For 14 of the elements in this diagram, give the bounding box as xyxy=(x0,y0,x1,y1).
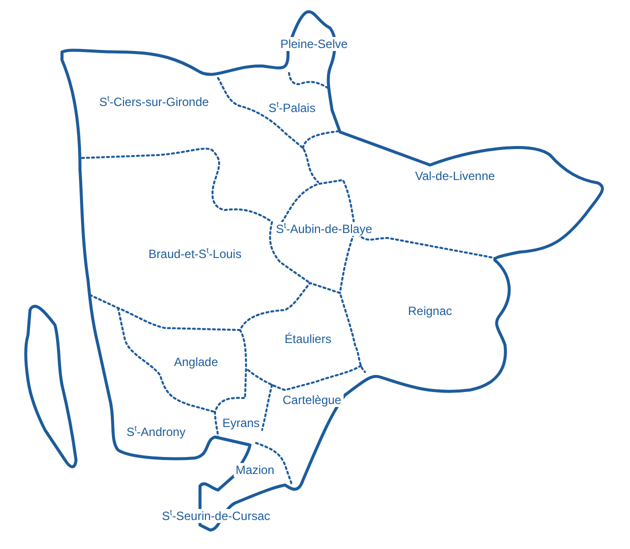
place-name: Val-de-Livenne xyxy=(413,169,497,183)
place-name: S$^{t}$-Palais xyxy=(266,101,318,115)
place-name: Cartelègue xyxy=(280,393,344,407)
place-name: S$^{t}$-Ciers-sur-Gironde xyxy=(97,95,211,109)
place-name: Étauliers xyxy=(282,332,334,346)
place-name: Eyrans xyxy=(220,416,262,430)
place-name: Anglade xyxy=(172,355,220,369)
place-name: S$^{t}$-Androny xyxy=(124,425,188,439)
place-name: Braud-et-S$^{t}$-Louis xyxy=(146,247,244,261)
place-name: S$^{t}$-Seurin-de-Cursac xyxy=(160,509,272,523)
place-name: Pleine-Selve xyxy=(278,37,350,51)
place-name: S$^{t}$-Aubin-de-Blaye xyxy=(274,222,374,236)
place-name: Mazion xyxy=(234,463,276,477)
place-name: Reignac xyxy=(406,304,454,318)
